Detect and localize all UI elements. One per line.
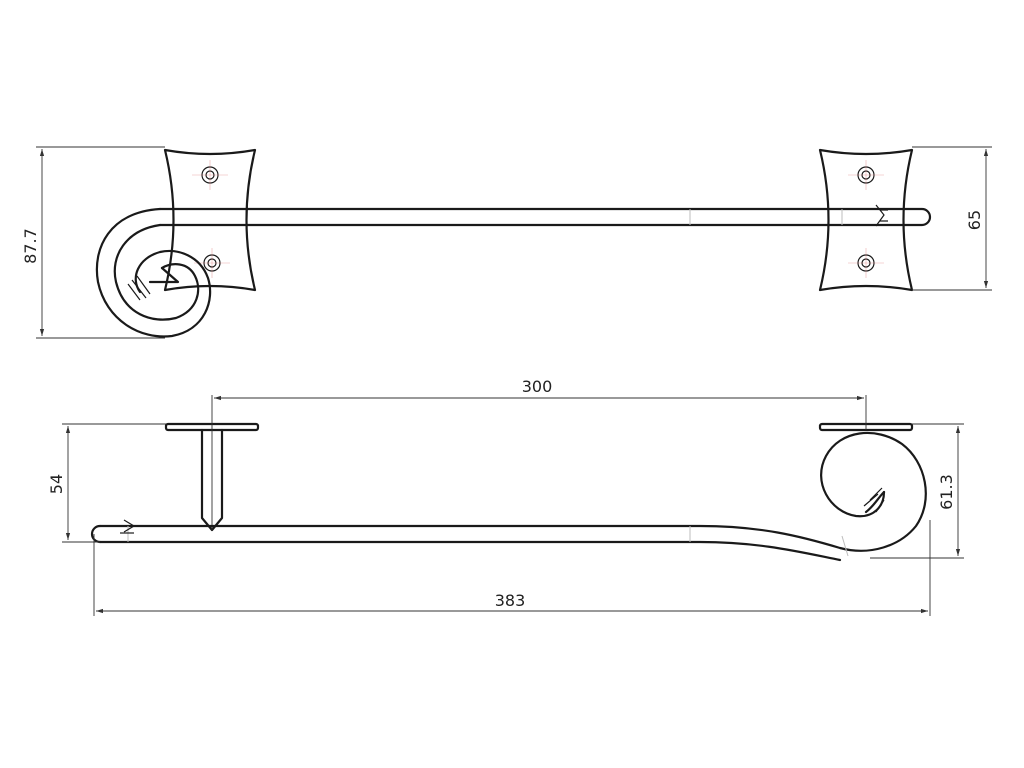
dimension-label-curl: 61.3: [937, 474, 956, 510]
top-view: 87.7 65: [21, 146, 992, 339]
left-mounting-plate: [163, 148, 257, 292]
screw-icon: [848, 160, 884, 190]
scroll-curl: [113, 223, 200, 321]
screw-icon: [194, 248, 230, 278]
towel-bar-side: [98, 431, 927, 552]
side-view: 300 54 61.3 383: [47, 377, 964, 616]
screw-icon: [192, 160, 228, 190]
dimension-label-side-height: 54: [47, 474, 66, 494]
dimension-label-height: 87.7: [21, 228, 40, 264]
dimension-label-depth: 65: [965, 210, 984, 230]
dimension-label-overall: 383: [495, 591, 526, 610]
towel-bar: [158, 207, 932, 227]
screw-icon: [848, 248, 884, 278]
scroll-curl: [95, 207, 212, 338]
dimension-label-span: 300: [522, 377, 553, 396]
